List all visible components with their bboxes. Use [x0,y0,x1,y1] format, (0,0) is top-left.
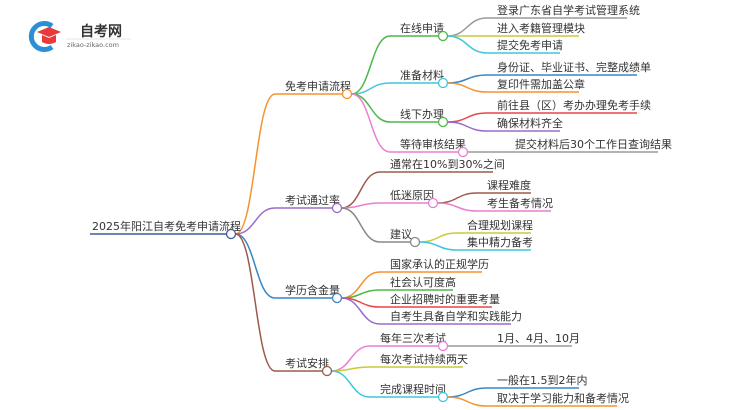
topic-node[interactable]: 准备材料 [400,68,444,82]
root-topic[interactable]: 2025年阳江自考免考申请流程 [92,219,241,233]
leaf-node[interactable]: 进入考籍管理模块 [497,21,585,35]
leaf-node[interactable]: 集中精力备考 [467,235,533,249]
leaf-node[interactable]: 社会认可度高 [390,275,456,289]
topic-node[interactable]: 每年三次考试 [380,331,446,345]
leaf-node[interactable]: 提交免考申请 [497,38,563,52]
connector-line [447,35,560,54]
leaf-node[interactable]: 考生备考情况 [487,196,553,210]
connector-line [351,93,439,123]
connector-line [341,297,511,325]
connector-line [341,207,411,243]
collapse-toggle[interactable] [437,340,449,352]
topic-node[interactable]: 免考申请流程 [285,79,351,93]
topic-node[interactable]: 考试通过率 [285,193,340,207]
logo-url: zikao-zikao.com [67,41,119,49]
leaf-node[interactable]: 国家承认的正规学历 [390,257,489,271]
leaf-node[interactable]: 通常在10%到30%之间 [390,157,505,171]
collapse-toggle[interactable] [341,88,353,100]
connector-line [447,121,560,132]
connector-line [419,241,531,251]
topic-node[interactable]: 完成课程时间 [380,382,446,396]
leaf-node[interactable]: 复印件需加盖公章 [497,77,585,91]
topic-node[interactable]: 建议 [390,227,412,241]
topic-node[interactable]: 在线申请 [400,21,444,35]
connector-line [235,233,323,372]
leaf-node[interactable]: 身份证、毕业证书、完整成绩单 [497,60,651,74]
graduation-cap-icon [28,21,61,52]
logo: 自考网 zikao-zikao.com [28,21,131,52]
leaf-node[interactable]: 前往县（区）考办办理免考手续 [497,98,651,112]
connector-line [341,171,493,209]
collapse-toggle[interactable] [331,202,343,214]
collapse-toggle[interactable] [437,116,449,128]
collapse-toggle[interactable] [321,365,333,377]
topic-node[interactable]: 学历含金量 [285,283,340,297]
connector-line [447,396,617,407]
collapse-toggle[interactable] [437,77,449,89]
connector-line [235,207,333,235]
leaf-node[interactable]: 确保材料齐全 [497,116,563,130]
topic-node[interactable]: 线下办理 [400,107,444,121]
collapse-toggle[interactable] [457,146,469,158]
connector-line [437,202,551,212]
topic-node[interactable]: 考试安排 [285,356,329,370]
leaf-node[interactable]: 每次考试持续两天 [380,352,468,366]
connector-line [447,82,579,93]
leaf-node[interactable]: 自考生具备自学和实践能力 [390,309,522,323]
leaf-node[interactable]: 合理规划课程 [467,218,533,232]
connector-line [351,82,439,95]
connector-line [331,370,439,398]
connector-line [351,93,459,153]
topic-node[interactable]: 等待审核结果 [400,137,466,151]
connector-line [331,366,463,372]
leaf-node[interactable]: 一般在1.5到2年内 [497,373,588,387]
collapse-toggle[interactable] [225,228,237,240]
connector-line [341,202,429,209]
connector-line [235,233,333,299]
leaf-node[interactable]: 1月、4月、10月 [497,332,580,345]
connector-line [351,35,439,95]
collapse-toggle[interactable] [437,391,449,403]
collapse-toggle[interactable] [427,197,439,209]
leaf-node[interactable]: 取决于学习能力和备考情况 [497,391,629,405]
topic-node[interactable]: 低迷原因 [390,189,434,202]
connector-line [235,93,343,235]
collapse-toggle[interactable] [331,292,343,304]
logo-title: 自考网 [80,23,122,40]
leaf-node[interactable]: 提交材料后30个工作日查询结果 [515,137,672,151]
leaf-node[interactable]: 企业招聘时的重要考量 [390,292,500,306]
collapse-toggle[interactable] [409,236,421,248]
leaf-node[interactable]: 课程难度 [487,178,531,192]
collapse-toggle[interactable] [437,30,449,42]
leaf-node[interactable]: 登录广东省自学考试管理系统 [497,3,640,17]
